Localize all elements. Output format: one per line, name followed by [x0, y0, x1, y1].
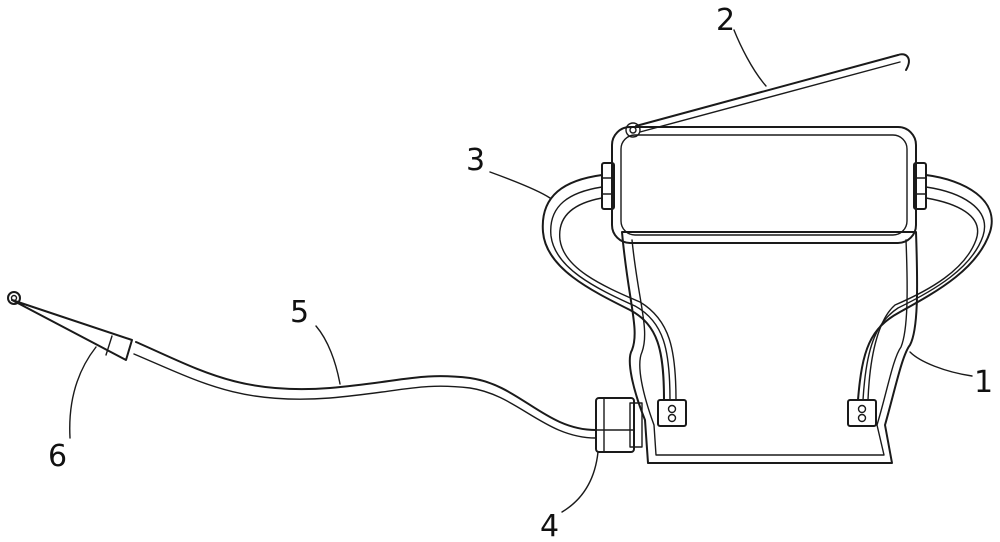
leader-3	[489, 171, 551, 199]
side-connectors	[601, 162, 927, 210]
top-tank	[611, 122, 917, 244]
leader-lines	[69, 29, 973, 513]
callout-5: 5	[290, 295, 309, 330]
callout-6: 6	[48, 439, 67, 474]
rod-handle	[635, 53, 910, 133]
callout-3: 3	[466, 143, 485, 178]
leader-5	[315, 325, 341, 385]
leader-1	[909, 351, 973, 377]
callout-labels: 1 2 3 4 5 6	[48, 3, 993, 542]
spray-nozzle	[7, 291, 133, 361]
leader-6	[69, 346, 97, 439]
pump-block	[595, 397, 643, 453]
left-buckle	[657, 399, 687, 427]
callout-4: 4	[540, 509, 559, 542]
leader-4	[561, 451, 599, 513]
callout-1: 1	[974, 365, 993, 400]
right-buckle	[847, 399, 877, 427]
leader-2	[733, 29, 767, 87]
callout-2: 2	[716, 3, 735, 38]
hose	[133, 341, 597, 439]
shoulder-straps	[541, 174, 993, 427]
tank-body	[621, 231, 919, 464]
